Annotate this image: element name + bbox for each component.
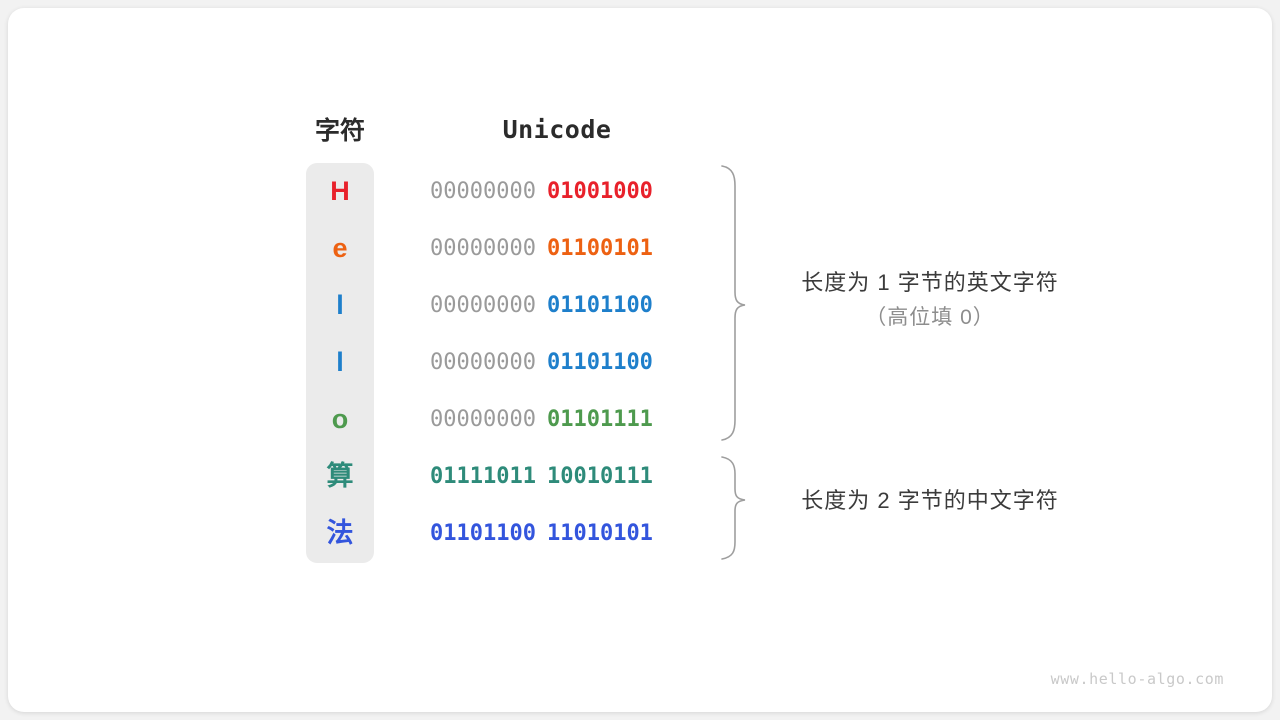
- unicode-binary-row: 00000000 01100101: [430, 220, 686, 277]
- unicode-high-byte: 01111011: [430, 464, 536, 489]
- character-column-panel: [306, 163, 374, 563]
- unicode-low-byte: 01101100: [546, 293, 653, 318]
- unicode-low-byte: 01100101: [546, 236, 653, 261]
- column-header-unicode: Unicode: [502, 115, 612, 144]
- annotation-two-byte-main: 长度为 2 字节的中文字符: [801, 488, 1059, 513]
- annotation-one-byte-main: 长度为 1 字节的英文字符: [801, 270, 1059, 295]
- unicode-high-byte: 00000000: [430, 236, 536, 261]
- diagram-card: [8, 8, 1272, 712]
- character-cell: 法: [326, 518, 354, 548]
- watermark: www.hello-algo.com: [1050, 670, 1224, 688]
- unicode-low-byte: 10010111: [546, 464, 653, 489]
- unicode-binary-row: 00000000 01101100: [430, 334, 686, 391]
- annotation-one-byte-sub: （高位填 0）: [865, 306, 995, 329]
- character-cell: 算: [326, 461, 354, 491]
- unicode-high-byte: 01101100: [430, 521, 536, 546]
- unicode-high-byte: 00000000: [430, 179, 536, 204]
- unicode-high-byte: 00000000: [430, 293, 536, 318]
- unicode-binary-row: 00000000 01101100: [430, 277, 686, 334]
- unicode-high-byte: 00000000: [430, 407, 536, 432]
- unicode-binary-row: 00000000 01101111: [430, 391, 686, 448]
- character-cell: H: [330, 176, 350, 206]
- annotation-one-byte: 长度为 1 字节的英文字符 （高位填 0）: [730, 265, 1130, 335]
- column-header-character: 字符: [314, 117, 365, 145]
- unicode-binary-row: 00000000 01001000: [430, 163, 686, 220]
- unicode-binary-row: 01101100 11010101: [430, 505, 686, 562]
- unicode-high-byte: 00000000: [430, 350, 536, 375]
- character-cell: l: [336, 347, 344, 377]
- annotation-two-byte: 长度为 2 字节的中文字符: [730, 483, 1130, 519]
- unicode-low-byte: 11010101: [546, 521, 653, 546]
- character-cell: e: [332, 233, 348, 263]
- character-cell: o: [331, 404, 349, 434]
- unicode-low-byte: 01101100: [546, 350, 653, 375]
- unicode-low-byte: 01001000: [546, 179, 653, 204]
- unicode-binary-row: 01111011 10010111: [430, 448, 686, 505]
- unicode-low-byte: 01101111: [546, 407, 653, 432]
- character-cell: l: [336, 290, 344, 320]
